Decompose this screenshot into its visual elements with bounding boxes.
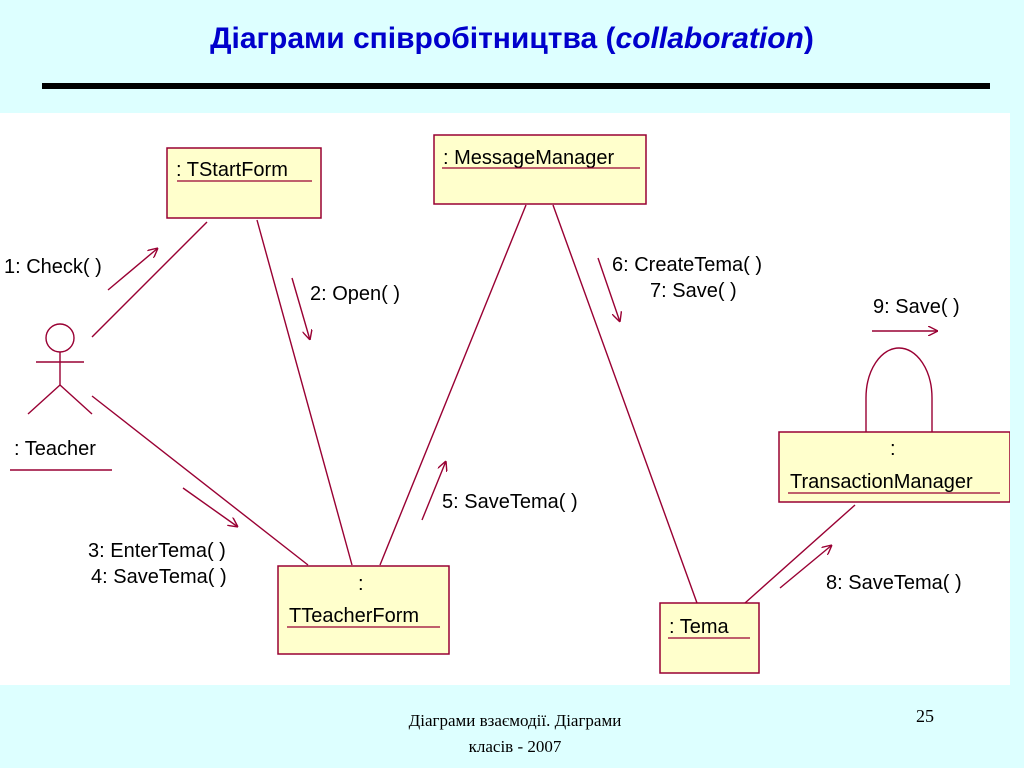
actor-label: : Teacher bbox=[14, 438, 96, 460]
footer-line-1: Діаграми взаємодії. Діаграми bbox=[408, 711, 622, 730]
object-transactionmanager[interactable]: : TransactionManager bbox=[778, 431, 1011, 503]
tema-label: : Tema bbox=[669, 616, 730, 638]
link-teacher-tteacherform bbox=[91, 395, 309, 566]
message-1-label: 1: Check( ) bbox=[4, 256, 102, 278]
title-rule bbox=[42, 83, 990, 89]
link-tstartform-tteacherform bbox=[256, 219, 353, 566]
transactionmanager-prefix: : bbox=[890, 438, 896, 460]
footer-caption: Діаграми взаємодії. Діаграми класів - 20… bbox=[380, 708, 650, 760]
actor-head bbox=[45, 323, 75, 353]
link-teacher-tstartform bbox=[91, 221, 208, 338]
slide-title: Діаграми співробітництва (collaboration) bbox=[0, 22, 1024, 56]
page-number: 25 bbox=[916, 706, 934, 726]
arrow-3-4 bbox=[182, 487, 238, 527]
title-main: Діаграми співробітництва ( bbox=[210, 22, 616, 55]
link-transactionmanager-self bbox=[865, 347, 933, 432]
object-tteacherform[interactable]: : TTeacherForm bbox=[277, 565, 450, 655]
message-4-label: 4: SaveTema( ) bbox=[91, 566, 227, 588]
title-end: ) bbox=[803, 22, 814, 55]
message-3-label: 3: EnterTema( ) bbox=[88, 540, 226, 562]
diagram-panel: : Teacher : TStartForm : MessageManager … bbox=[0, 113, 1011, 685]
message-9-label: 9: Save( ) bbox=[873, 296, 960, 318]
collaboration-diagram: : Teacher : TStartForm : MessageManager … bbox=[4, 134, 1011, 674]
object-tstartform[interactable]: : TStartForm bbox=[166, 147, 322, 219]
messagemanager-label: : MessageManager bbox=[443, 147, 615, 169]
arrow-8 bbox=[779, 545, 832, 589]
title-italic: collaboration bbox=[615, 22, 804, 55]
tstartform-label: : TStartForm bbox=[176, 159, 288, 181]
footer-line-2: класів - 2007 bbox=[468, 737, 562, 756]
message-8-label: 8: SaveTema( ) bbox=[826, 572, 962, 594]
message-5-label: 5: SaveTema( ) bbox=[442, 491, 578, 513]
message-6-label: 6: CreateTema( ) bbox=[612, 254, 762, 276]
actor-teacher[interactable] bbox=[10, 323, 112, 471]
link-messagemanager-tema bbox=[552, 204, 698, 604]
link-tteacherform-messagemanager bbox=[379, 204, 527, 566]
object-tema[interactable]: : Tema bbox=[659, 602, 760, 674]
arrow-1 bbox=[107, 248, 158, 291]
tteacherform-prefix: : bbox=[358, 573, 364, 595]
message-2-label: 2: Open( ) bbox=[310, 283, 400, 305]
message-7-label: 7: Save( ) bbox=[650, 280, 737, 302]
link-tema-transactionmanager bbox=[744, 504, 856, 604]
object-messagemanager[interactable]: : MessageManager bbox=[433, 134, 647, 205]
transactionmanager-label: TransactionManager bbox=[790, 471, 973, 493]
arrow-5 bbox=[421, 461, 446, 521]
arrow-6-7 bbox=[597, 257, 620, 322]
tteacherform-label: TTeacherForm bbox=[289, 605, 419, 627]
arrow-2 bbox=[291, 277, 310, 340]
